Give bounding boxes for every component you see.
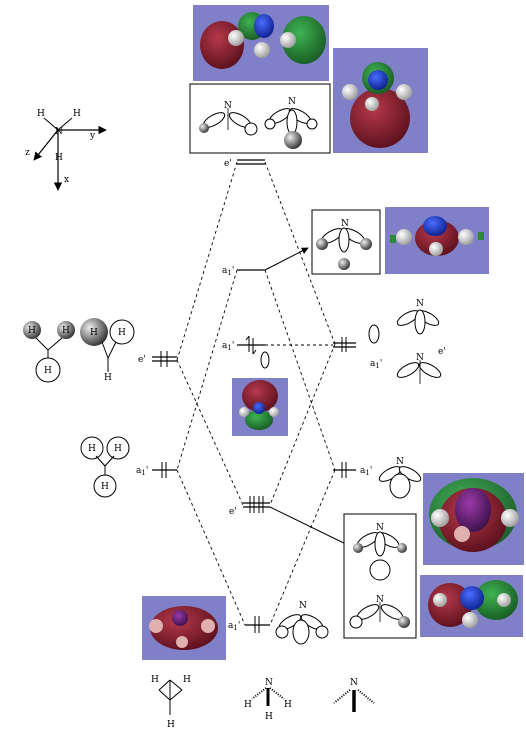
right-n-2: N <box>416 353 424 363</box>
h3-fragment-orbitals: H H H H H H H H H <box>23 318 135 498</box>
label-e-prime-center: e' <box>229 507 237 517</box>
coordinate-axes: N H H H y z x <box>25 109 107 191</box>
h3-a1-h-1: H <box>88 444 96 454</box>
structure-nh3: N H H H <box>244 678 292 722</box>
label-a1-lone: a1' <box>222 341 234 352</box>
a1-bottom-sketch: N <box>275 601 329 645</box>
br-box-n-1: N <box>376 523 384 533</box>
render-e-prime-top-a <box>193 5 329 81</box>
h3-left-h-6: H <box>104 373 112 383</box>
render-a1-bottom <box>142 596 226 660</box>
render-a1-mid <box>385 207 489 274</box>
box-e-prime-drawings: N N <box>189 83 331 154</box>
axis-n-label: N <box>55 127 63 137</box>
render-e-prime-center-a <box>423 473 524 565</box>
level-e-prime-center: e' <box>229 496 355 549</box>
nh3-h-1: H <box>244 700 252 710</box>
label-a1-mid: a1' <box>222 266 234 277</box>
level-e-prime-top: e' <box>224 159 265 169</box>
h3-left-h-1: H <box>28 326 36 336</box>
structure-h3: H H H <box>151 675 191 730</box>
level-a1-prime-bottom: a1' <box>228 616 270 633</box>
label-a1-right: a1' <box>360 466 372 477</box>
right-n-1: N <box>416 299 424 309</box>
structure-n: N <box>333 678 375 712</box>
render-a1-lone <box>232 378 288 436</box>
render-e-prime-center-b <box>420 575 523 637</box>
h3-bottom-h-3: H <box>167 720 175 730</box>
correlation-lines <box>176 161 336 626</box>
axis-x-label: x <box>64 175 69 185</box>
label-a1-bottom: a1' <box>228 621 240 632</box>
nh3-h-2: H <box>284 700 292 710</box>
level-a1-prime-left: a1' <box>136 462 177 478</box>
label-a1-left: a1' <box>136 466 148 477</box>
bottom-sketch-n: N <box>299 601 307 611</box>
label-a1-rightlone: a1' <box>370 359 382 370</box>
top-box-n-1: N <box>224 101 232 111</box>
h3-bottom-h-2: H <box>183 675 191 685</box>
level-e-prime-right <box>333 337 356 352</box>
br-box-n-2: N <box>376 595 384 605</box>
h3-left-h-5: H <box>118 328 126 338</box>
n-atom: N <box>350 678 358 688</box>
h3-left-h-3: H <box>44 366 52 376</box>
label-e-prime-left: e' <box>138 355 146 365</box>
level-a1-prime-mid: a1' <box>222 247 309 277</box>
level-a1-prime-right: a1' <box>333 462 372 478</box>
nh3-n: N <box>265 678 273 688</box>
box-e-prime-center-drawings: N N <box>343 513 417 639</box>
h3-left-h-2: H <box>62 326 70 336</box>
render-e-prime-top-b <box>333 48 428 153</box>
axis-h-label-3: H <box>55 153 63 163</box>
level-e-prime-left: e' <box>138 351 177 367</box>
axis-h-label-1: H <box>37 109 45 119</box>
axis-y-label: y <box>89 131 96 141</box>
h3-left-h-4: H <box>90 328 98 338</box>
label-e-prime-top: e' <box>224 159 232 169</box>
mid-box-n: N <box>341 219 349 229</box>
label-e-prime-right: e' <box>438 347 446 357</box>
h3-a1-h-2: H <box>114 444 122 454</box>
right-n-3: N <box>396 457 404 467</box>
h3-a1-h-3: H <box>101 482 109 492</box>
axis-h-label-2: H <box>73 109 81 119</box>
box-a1-mid-drawing: N <box>311 209 381 275</box>
level-a1-prime-lone: a1' <box>222 335 270 369</box>
nh3-h-3: H <box>265 712 273 722</box>
n-orbital-sketches: a1' N N e' N <box>368 299 446 499</box>
top-box-n-2: N <box>288 97 296 107</box>
axis-z-label: z <box>25 148 30 158</box>
h3-bottom-h-1: H <box>151 675 159 685</box>
